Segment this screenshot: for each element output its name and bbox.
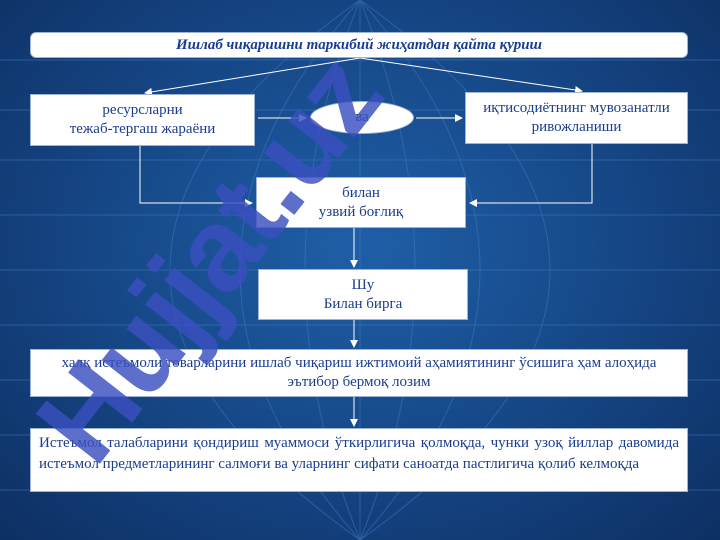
consumer-goods-text: халқ истеъмоли товарларини ишлаб чиқариш… xyxy=(61,355,657,390)
resource-saving-line2: тежаб-тергаш жараёни xyxy=(69,121,216,137)
closely-linked-line2: узвий боғлиқ xyxy=(318,203,404,220)
balanced-development-line1: иқтисодиётнинг мувозанатли xyxy=(483,100,670,116)
closely-linked-box: билан узвий боғлиқ xyxy=(256,177,466,228)
consumer-demand-box: Истеъмол талабларини қондириш муаммоси ў… xyxy=(30,428,688,492)
diagram-title: Ишлаб чиқаришни таркибий жиҳатдан қайта … xyxy=(175,36,543,53)
arrow-title-to-right xyxy=(359,57,583,94)
balanced-development-box: иқтисодиётнинг мувозанатли ривожланиши xyxy=(465,92,688,144)
and-oval-label: ва xyxy=(355,109,369,125)
resource-saving-box: ресурсларни тежаб-тергаш жараёни xyxy=(30,94,255,146)
together-with-line1: Шу xyxy=(351,276,375,293)
arrow-right-down-to-mid xyxy=(469,144,593,207)
closely-linked-line1: билан xyxy=(342,184,380,201)
balanced-development-line2: ривожланиши xyxy=(531,119,622,135)
resource-saving-line1: ресурсларни xyxy=(102,102,183,118)
arrow-left-down-to-mid xyxy=(139,146,253,207)
and-oval: ва xyxy=(310,101,414,134)
consumer-goods-box: халқ истеъмоли товарларини ишлаб чиқариш… xyxy=(30,349,688,397)
together-with-box: Шу Билан бирга xyxy=(258,269,468,320)
arrow-title-to-left xyxy=(144,57,361,96)
together-with-line2: Билан бирга xyxy=(323,295,403,312)
diagram-title-box: Ишлаб чиқаришни таркибий жиҳатдан қайта … xyxy=(30,32,688,58)
consumer-demand-text: Истеъмол талабларини қондириш муаммоси ў… xyxy=(39,435,679,472)
